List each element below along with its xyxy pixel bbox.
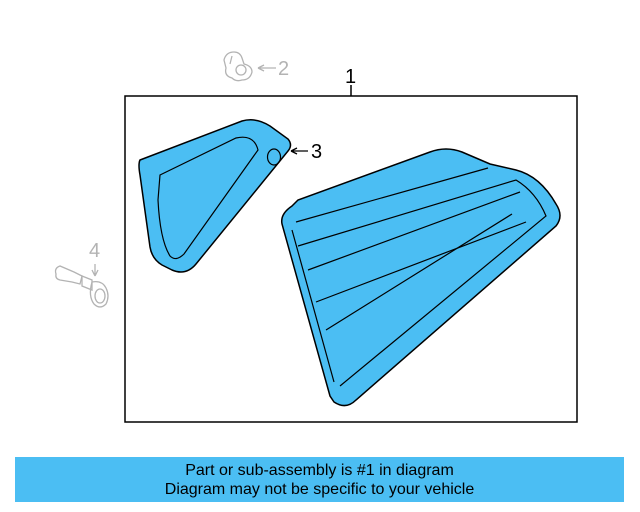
inner-lamp-lens[interactable] [138, 119, 292, 273]
banner-line-1: Part or sub-assembly is #1 in diagram [185, 461, 454, 479]
callout-2-arrow [257, 64, 276, 72]
callout-4-arrow [91, 264, 99, 277]
push-pin-clip-icon[interactable] [223, 51, 253, 82]
info-banner: Part or sub-assembly is #1 in diagram Di… [15, 457, 624, 502]
bulb-socket-icon[interactable] [54, 265, 109, 308]
callout-2-label[interactable]: 2 [278, 58, 289, 80]
callout-4-label[interactable]: 4 [89, 240, 100, 262]
callout-3-arrow [290, 147, 308, 155]
tail-lamp-assembly[interactable] [280, 148, 561, 407]
banner-line-2: Diagram may not be specific to your vehi… [164, 480, 475, 498]
callout-3-label[interactable]: 3 [311, 141, 322, 163]
callout-1-label[interactable]: 1 [345, 66, 356, 88]
